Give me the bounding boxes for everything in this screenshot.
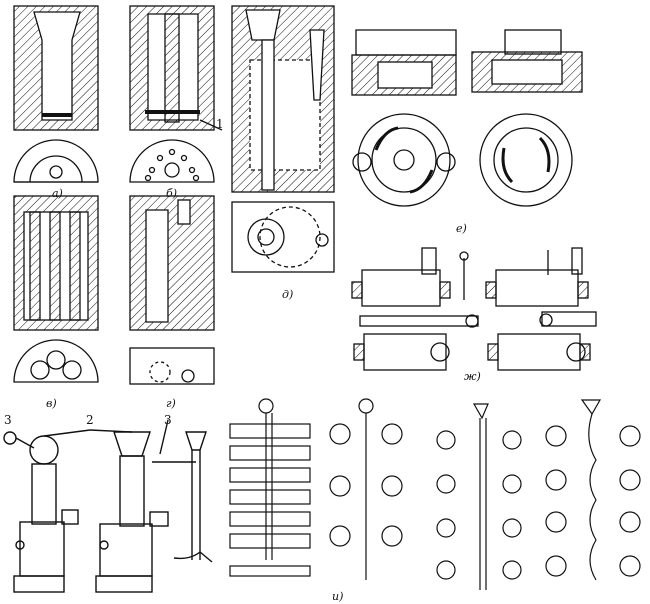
label-v: в) xyxy=(46,397,57,410)
gating-assembly-left xyxy=(3,419,213,593)
callout-3-left: 3 xyxy=(4,413,12,427)
label-e: е) xyxy=(456,222,467,235)
panel-d xyxy=(231,5,335,273)
panel-e: е) xyxy=(351,29,583,235)
callout-3-right: 3 xyxy=(164,413,172,427)
panel-v xyxy=(13,195,99,383)
panel-a xyxy=(13,5,99,183)
callout-2: 2 xyxy=(86,413,94,427)
label-b: б) xyxy=(166,187,177,200)
label-g: г) xyxy=(166,397,176,410)
callout-1: 1 xyxy=(216,117,224,131)
core-stack-assemblies xyxy=(229,398,403,580)
label-i: и) xyxy=(332,590,343,603)
tree-gating-assemblies xyxy=(436,399,641,590)
panel-b xyxy=(129,5,223,183)
label-d: д) xyxy=(282,288,293,301)
label-a: а) xyxy=(52,187,63,200)
panel-zh xyxy=(351,247,597,371)
panel-g xyxy=(129,195,215,385)
label-zh: ж) xyxy=(464,370,481,383)
